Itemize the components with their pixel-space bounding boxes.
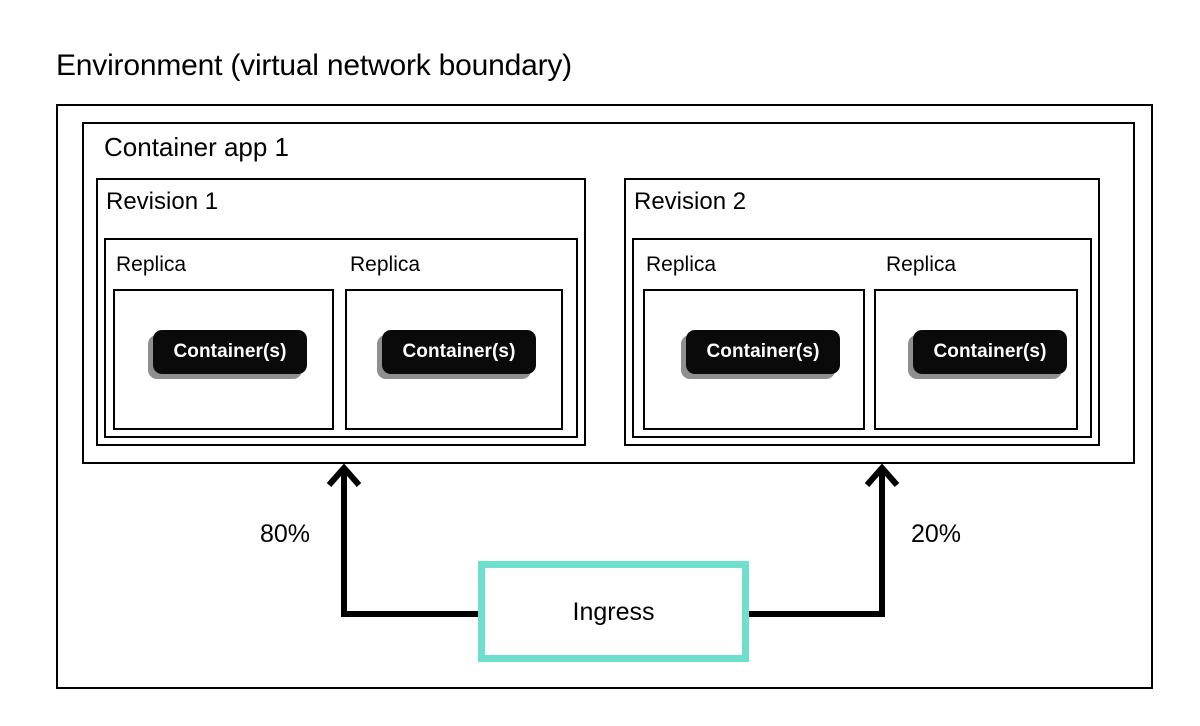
revision-2-replica-2-label: Replica [886,253,957,276]
ingress-label: Ingress [572,597,655,626]
traffic-split-revision-1: 80% [260,520,311,548]
revision-2-label: Revision 2 [634,188,747,215]
traffic-split-revision-2: 20% [911,520,962,548]
revision-1-replica-1-label: Replica [116,253,187,276]
revision-2-replica-2-container: Container(s) [913,330,1067,374]
revision-2-replica-2-box [874,289,1078,430]
ingress-box: Ingress [478,561,749,662]
environment-boundary-box [56,104,1153,689]
container-app-label: Container app 1 [104,132,290,162]
revision-2-replica-1-label: Replica [646,253,717,276]
revision-1-replica-2-container: Container(s) [382,330,536,374]
revision-1-replica-2-box [345,289,563,430]
revision-1-box [96,178,586,446]
revision-1-replica-2-label: Replica [350,253,421,276]
revision-2-replica-group [632,238,1092,438]
revision-1-replica-group [104,238,578,438]
revision-1-replica-1-container: Container(s) [153,330,307,374]
revision-1-label: Revision 1 [106,188,219,215]
revision-2-replica-1-box [643,289,865,430]
revision-2-box [624,178,1100,446]
container-app-box [82,122,1135,464]
revision-2-replica-1-container: Container(s) [686,330,840,374]
revision-1-replica-1-box [113,289,334,430]
environment-title: Environment (virtual network boundary) [56,49,572,82]
